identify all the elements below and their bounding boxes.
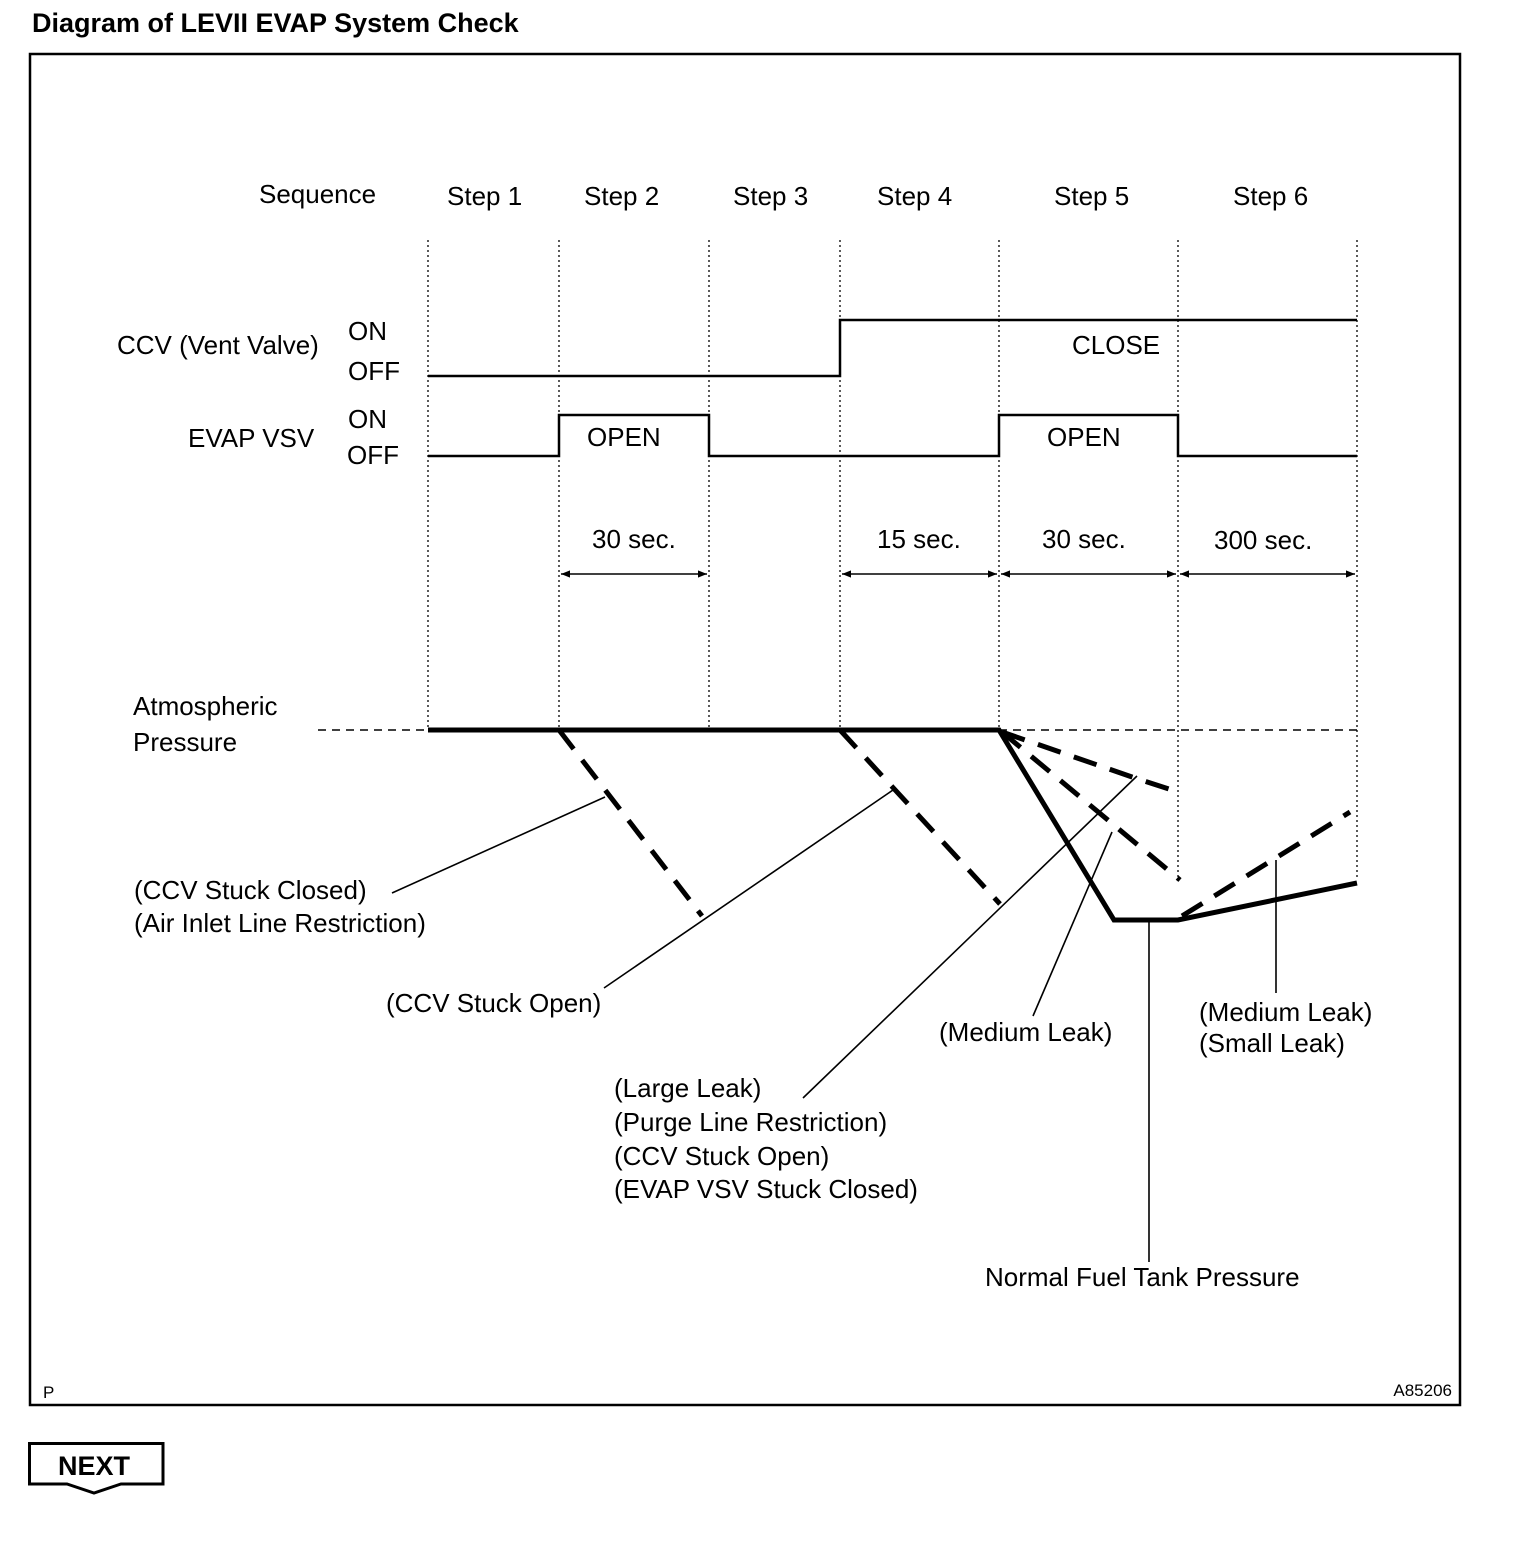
- next-button-shape: [28, 1442, 165, 1495]
- large-leak-curve: [1001, 729, 1179, 795]
- duration-label: 30 sec.: [592, 524, 676, 554]
- step-label: Step 5: [1054, 181, 1129, 211]
- leader-line: [802, 775, 1138, 1099]
- evap-vsv-open-label: OPEN: [1047, 422, 1121, 452]
- annotation-medium-leak: (Medium Leak): [939, 1017, 1112, 1047]
- step-label: Step 6: [1233, 181, 1308, 211]
- annotation-small-leak: (Small Leak): [1199, 1028, 1345, 1058]
- atmospheric-label: Pressure: [133, 727, 237, 757]
- step-label: Step 3: [733, 181, 808, 211]
- annotation-evap-vsv-stuck-closed: (EVAP VSV Stuck Closed): [614, 1174, 918, 1204]
- normal-pressure-curve: [428, 727, 1358, 923]
- evap-vsv-signal: [428, 413, 1357, 458]
- medium-leak-curve: [1000, 730, 1182, 882]
- page-title: Diagram of LEVII EVAP System Check: [32, 8, 519, 38]
- next-button[interactable]: NEXT: [28, 1442, 166, 1496]
- next-button-label: NEXT: [57, 1451, 130, 1481]
- ccv-stuck-open-curve: [838, 728, 1002, 906]
- step-boundary-lines: [427, 240, 1358, 880]
- duration-label: 15 sec.: [877, 524, 961, 554]
- ccv-off-label: OFF: [348, 356, 400, 386]
- figure-code: A85206: [1393, 1381, 1452, 1400]
- leader-line: [603, 789, 894, 989]
- annotation-large-leak: (Large Leak): [614, 1073, 761, 1103]
- annotation-ccv-stuck-closed: (CCV Stuck Closed): [134, 875, 367, 905]
- annotation-ccv-stuck-open: (CCV Stuck Open): [386, 988, 601, 1018]
- annotation-air-inlet-restriction: (Air Inlet Line Restriction): [134, 908, 426, 938]
- evap-vsv-off-label: OFF: [347, 440, 399, 470]
- duration-label: 300 sec.: [1214, 525, 1312, 555]
- leader-line: [1032, 831, 1113, 1017]
- duration-label: 30 sec.: [1042, 524, 1126, 554]
- ccv-stuck-closed-curve: [557, 728, 704, 918]
- step-label: Step 2: [584, 181, 659, 211]
- leader-line: [391, 796, 606, 894]
- ccv-signal: [428, 318, 1357, 378]
- evap-vsv-label: EVAP VSV: [188, 423, 315, 453]
- ccv-close-label: CLOSE: [1072, 330, 1160, 360]
- evap-vsv-on-label: ON: [348, 404, 387, 434]
- annotation-purge-line-restriction: (Purge Line Restriction): [614, 1107, 887, 1137]
- annotation-ccv-stuck-open-2: (CCV Stuck Open): [614, 1141, 829, 1171]
- annotation-normal-fuel-tank-pressure: Normal Fuel Tank Pressure: [985, 1262, 1300, 1292]
- ccv-on-label: ON: [348, 316, 387, 346]
- evap-vsv-open-label: OPEN: [587, 422, 661, 452]
- step-label: Step 4: [877, 181, 952, 211]
- atmospheric-label: Atmospheric: [133, 691, 278, 721]
- sequence-label: Sequence: [259, 179, 376, 209]
- corner-label-left: P: [43, 1383, 54, 1402]
- ccv-label: CCV (Vent Valve): [117, 330, 319, 360]
- medium-small-leak-curve: [1180, 809, 1352, 919]
- annotation-medium-leak-2: (Medium Leak): [1199, 997, 1372, 1027]
- step-label: Step 1: [447, 181, 522, 211]
- diagram-frame: [28, 52, 1462, 1407]
